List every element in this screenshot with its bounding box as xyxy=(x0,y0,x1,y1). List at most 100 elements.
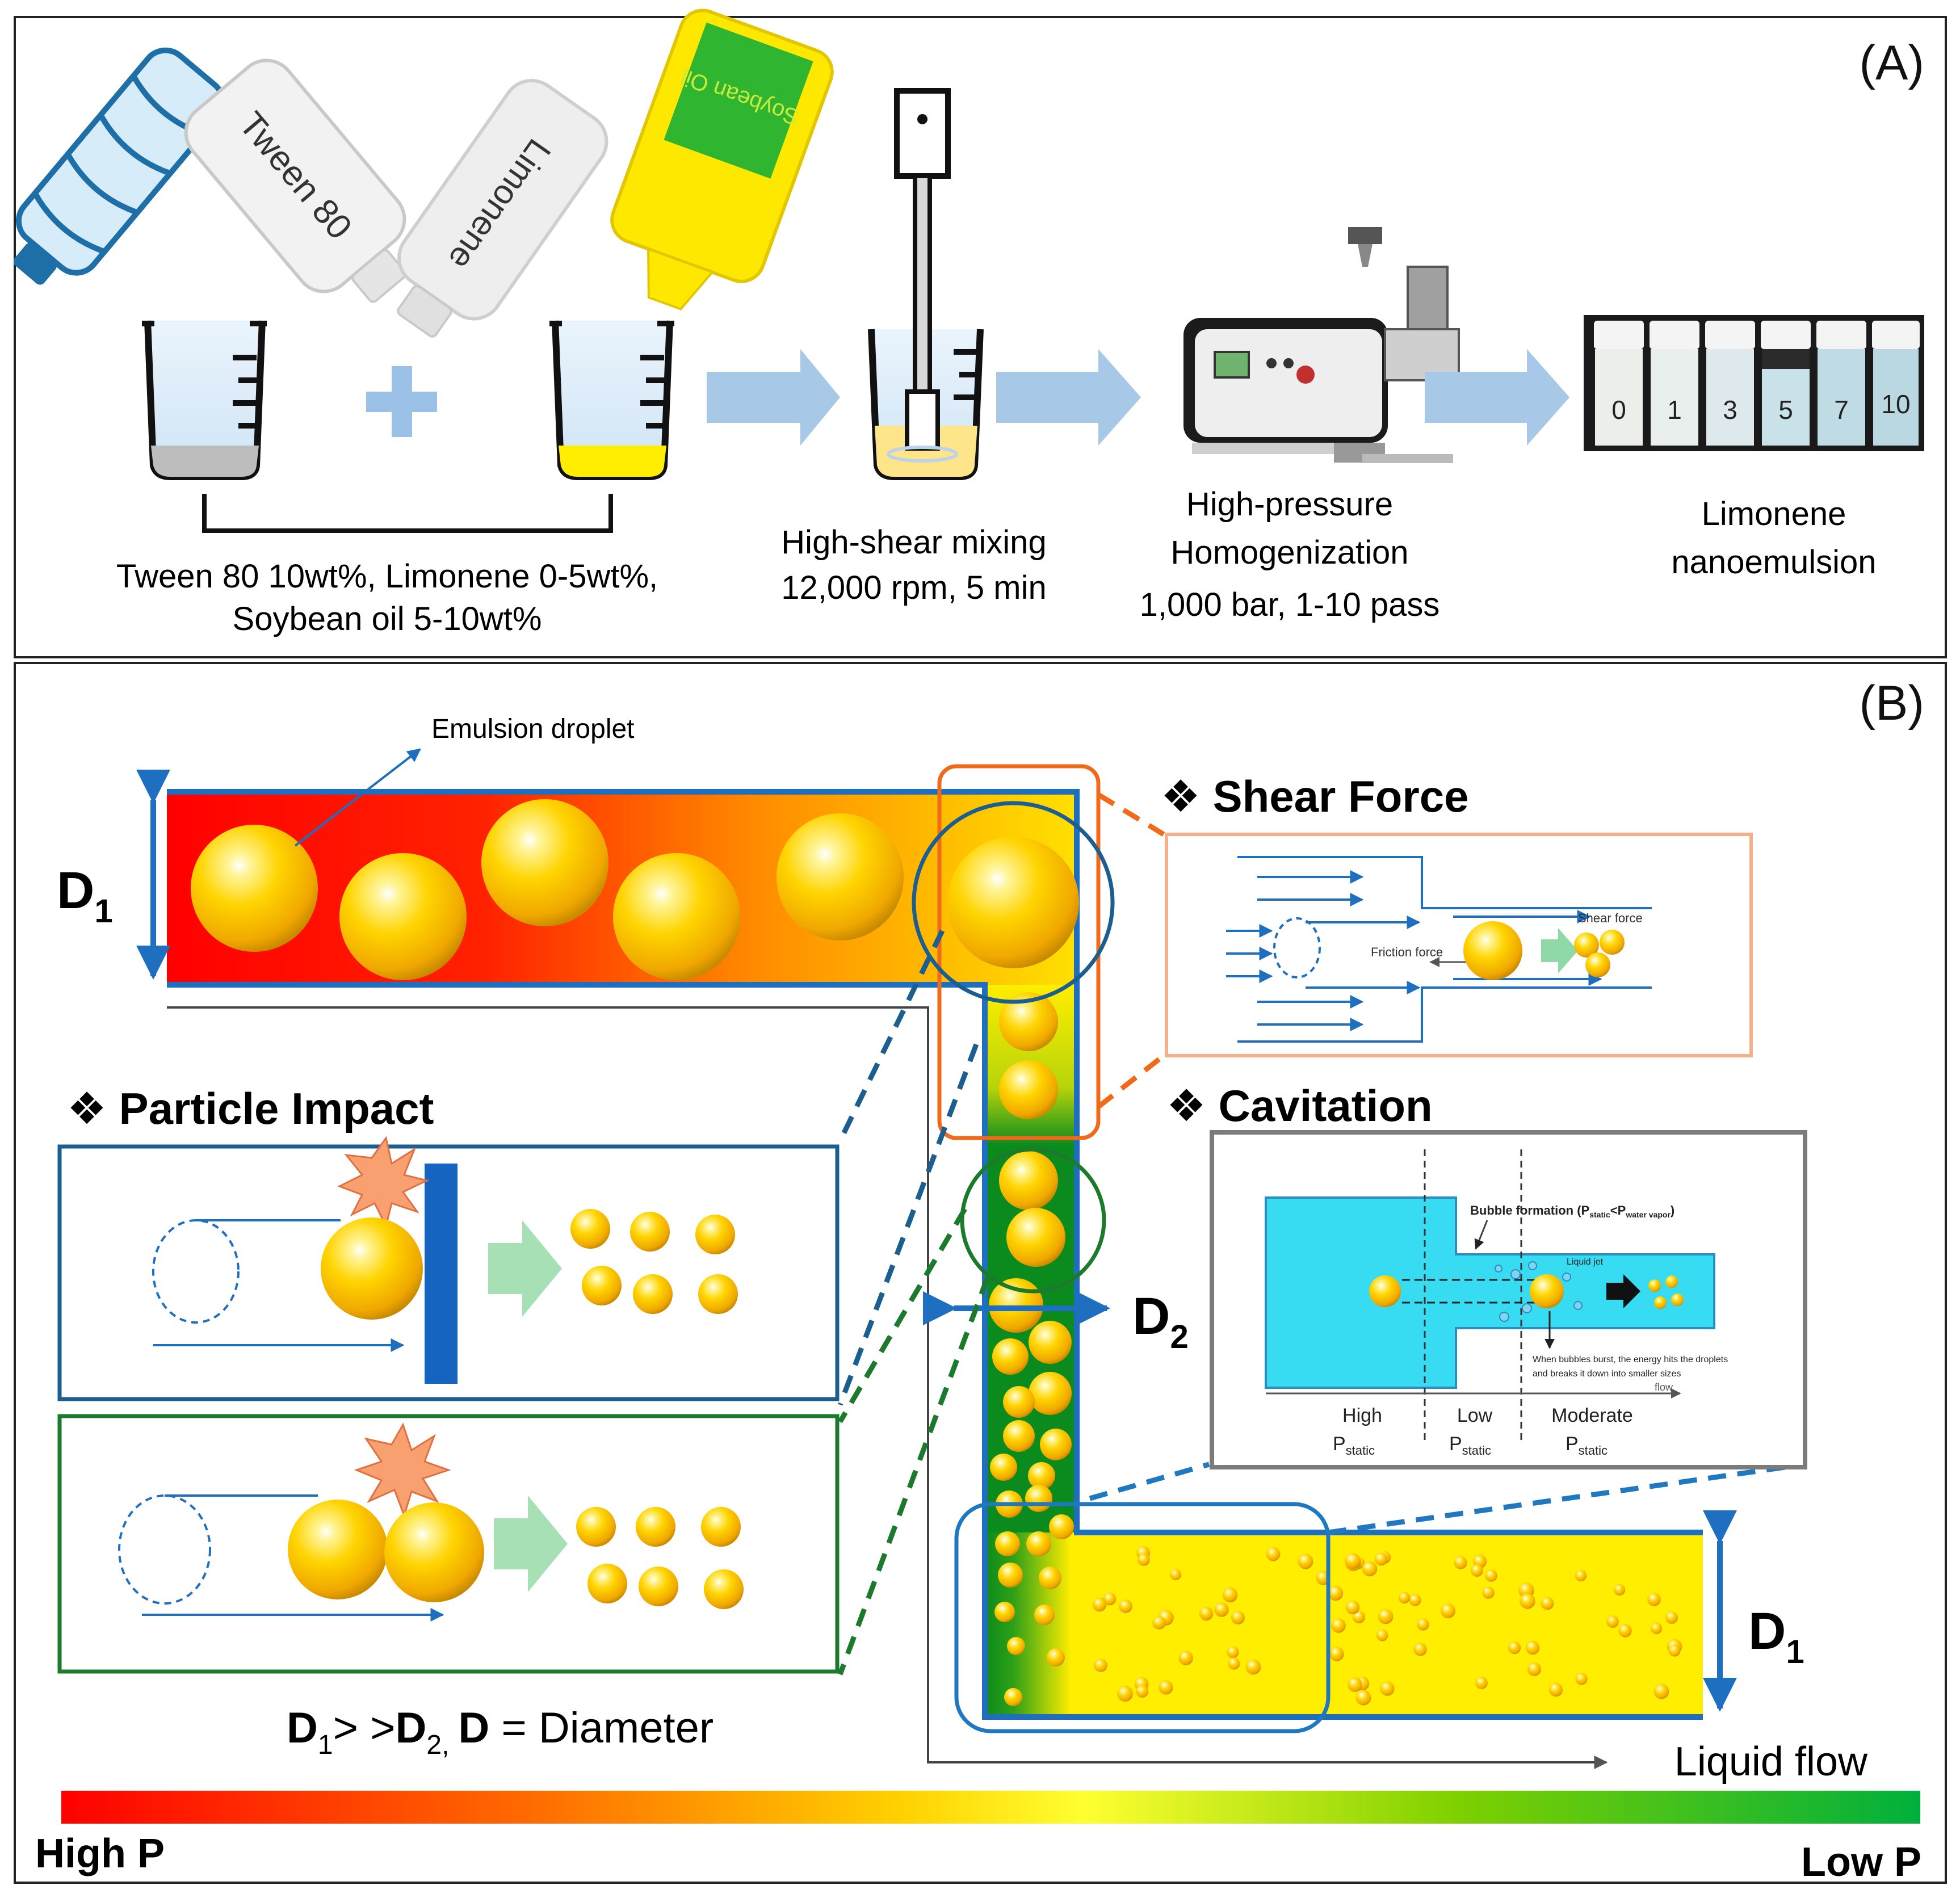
panel-a-label: (A) xyxy=(1859,36,1924,90)
step4-caption-line2: nanoemulsion xyxy=(1671,544,1876,581)
friction-force-label: Friction force xyxy=(1371,945,1443,959)
soybean-oil-bottle-icon: Soybean Oil xyxy=(610,9,834,310)
zone-low-p: Pstatic xyxy=(1449,1433,1491,1458)
small-droplet xyxy=(1117,1686,1133,1702)
small-droplet xyxy=(1417,1618,1429,1631)
vial-label-3: 3 xyxy=(1723,395,1737,425)
droplet xyxy=(1029,1372,1072,1415)
droplet xyxy=(1028,1462,1055,1489)
liquid-jet-label: Liquid jet xyxy=(1567,1257,1604,1267)
small-droplet xyxy=(1231,1611,1245,1624)
process-arrow-2 xyxy=(996,349,1141,446)
diameter-equation: D1> >D2,D = Diameter xyxy=(287,1704,714,1760)
small-droplet xyxy=(1329,1647,1344,1661)
droplet xyxy=(1029,1321,1072,1364)
small-droplet xyxy=(1138,1553,1150,1566)
liquid-flow-label: Liquid flow xyxy=(1674,1739,1868,1784)
small-droplet xyxy=(1152,1616,1166,1630)
panel-b-label: (B) xyxy=(1859,676,1924,730)
small-droplet xyxy=(1178,1651,1193,1665)
vial-10 xyxy=(1872,321,1920,446)
droplet xyxy=(990,1454,1017,1481)
small-droplet xyxy=(1199,1606,1214,1621)
connector-cav-top xyxy=(1089,1462,1210,1501)
high-p-label: High P xyxy=(35,1831,165,1876)
panel-b-frame xyxy=(14,662,1947,1884)
small-droplet xyxy=(1136,1685,1148,1698)
collision-diagram xyxy=(118,1422,744,1622)
vial-label-7: 7 xyxy=(1834,395,1849,425)
small-droplet xyxy=(1376,1629,1388,1641)
emulsion-droplet-label: Emulsion droplet xyxy=(431,714,635,744)
vial-label-0: 0 xyxy=(1611,395,1626,425)
zone-high-p: Pstatic xyxy=(1333,1433,1375,1458)
small-droplet xyxy=(1170,1569,1181,1580)
process-arrow-1 xyxy=(707,349,840,446)
droplet xyxy=(994,1602,1015,1622)
small-droplet xyxy=(1214,1602,1229,1617)
small-droplet xyxy=(1092,1597,1107,1612)
step3-caption-line3: 1,000 bar, 1-10 pass xyxy=(1140,586,1440,623)
droplet xyxy=(1006,1208,1065,1267)
small-droplet xyxy=(1527,1662,1541,1676)
droplet xyxy=(777,813,904,940)
burst-text-line1: When bubbles burst, the energy hits the … xyxy=(1533,1355,1728,1364)
shear-force-label: Shear force xyxy=(1578,911,1643,925)
small-droplet xyxy=(1482,1586,1495,1599)
beaker-tween-water xyxy=(142,320,267,480)
small-droplet xyxy=(1119,1599,1132,1613)
d2-label: D2 xyxy=(1132,1287,1189,1355)
droplet xyxy=(191,825,318,952)
small-droplet xyxy=(1508,1641,1521,1655)
small-droplet xyxy=(1378,1609,1394,1624)
small-droplet xyxy=(1227,1646,1239,1658)
d1-right-label: D1 xyxy=(1748,1602,1804,1670)
bubble-formation-label: Bubble formation (Pstatic<Pwater vapor) xyxy=(1470,1203,1674,1219)
step1-caption-line2: Soybean oil 5-10wt% xyxy=(233,601,542,637)
small-droplet xyxy=(1228,1657,1240,1670)
droplet xyxy=(999,1151,1058,1210)
droplet xyxy=(998,1563,1023,1588)
vials-photo: 0 1 3 5 7 10 xyxy=(1584,315,1924,451)
droplet xyxy=(995,1531,1020,1556)
cav-flow-label: flow xyxy=(1655,1381,1673,1393)
step4-caption-line1: Limonene xyxy=(1702,496,1846,532)
small-droplet xyxy=(1653,1683,1669,1699)
large-droplets xyxy=(191,799,1079,980)
small-droplet xyxy=(1094,1658,1107,1672)
shear-force-box xyxy=(1165,833,1753,1057)
connector-impact-top xyxy=(837,930,945,1142)
small-droplet xyxy=(1331,1618,1346,1633)
small-droplet xyxy=(1485,1569,1497,1582)
cavitation-zone-highlight xyxy=(954,1502,1331,1733)
droplet xyxy=(1049,1514,1074,1539)
droplet xyxy=(947,837,1079,968)
pressure-gradient-bar xyxy=(61,1791,1920,1824)
burst-text-line2: and breaks it down into smaller sizes xyxy=(1533,1369,1681,1379)
impact-wall xyxy=(425,1164,458,1384)
vial-label-5: 5 xyxy=(1778,395,1793,425)
small-droplet xyxy=(1613,1584,1626,1596)
collision-zone-highlight xyxy=(960,1147,1106,1294)
small-droplet xyxy=(1520,1593,1535,1609)
step1-caption-line1: Tween 80 10wt%, Limonene 0-5wt%, xyxy=(116,558,658,595)
droplet xyxy=(1025,1485,1052,1512)
connector-collision-top xyxy=(838,1207,967,1424)
small-droplet xyxy=(1374,1552,1388,1566)
low-p-label: Low P xyxy=(1801,1840,1921,1885)
step2-caption-line1: High-shear mixing xyxy=(781,524,1046,561)
small-droplet xyxy=(1575,1569,1587,1582)
small-droplet xyxy=(1159,1680,1173,1695)
cavitation-title: ❖ Cavitation xyxy=(1166,1081,1433,1131)
small-droplet xyxy=(1103,1592,1117,1606)
zone-high-name: High xyxy=(1342,1405,1382,1426)
small-droplet xyxy=(1668,1644,1681,1657)
vial-7 xyxy=(1816,321,1866,446)
small-droplet xyxy=(1650,1622,1663,1635)
process-arrow-3 xyxy=(1425,349,1569,446)
zone-moderate-name: Moderate xyxy=(1551,1405,1633,1426)
connector-collision-bottom xyxy=(837,1276,991,1676)
small-droplets xyxy=(1092,1546,1682,1706)
droplet xyxy=(1003,1386,1035,1418)
impact-burst-icon xyxy=(337,1136,430,1229)
